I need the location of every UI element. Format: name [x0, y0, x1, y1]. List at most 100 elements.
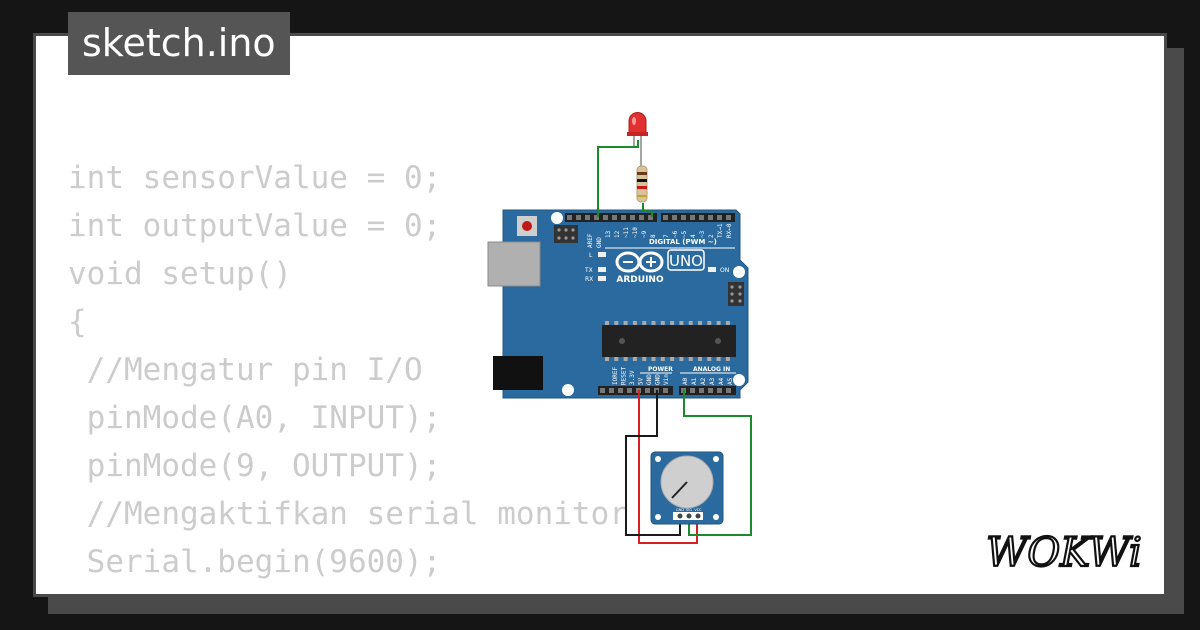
header-pin — [612, 215, 617, 220]
header-pin — [717, 388, 722, 393]
pin-label-gnd: GND — [596, 237, 603, 248]
header-pin — [708, 388, 713, 393]
board-model: UNO — [669, 252, 703, 270]
power-pin-label: IOREF — [612, 367, 619, 385]
icsp-header-right — [728, 282, 744, 306]
code-line: Serial.begin(9600); — [68, 544, 442, 580]
led-l — [598, 252, 606, 257]
signal-wire[interactable] — [683, 390, 752, 536]
mounting-hole — [551, 212, 563, 224]
digital-pin-label: RX←0 — [726, 223, 733, 238]
code-line: void setup() — [68, 256, 292, 292]
pot-pin-gnd: GND — [676, 508, 684, 512]
header-pin — [603, 215, 608, 220]
board-brand: ARDUINO — [616, 275, 664, 285]
led-on-label: ON — [720, 267, 729, 274]
header-pin — [648, 215, 653, 220]
header-pin — [639, 215, 644, 220]
code-line: //Mengaktifkan serial monitor — [68, 496, 628, 532]
header-pin — [708, 215, 713, 220]
digital-pin-label: ~3 — [699, 230, 706, 238]
code-preview: int sensorValue = 0;int outputValue = 0;… — [68, 154, 628, 594]
header-pin — [600, 388, 605, 393]
usb-port — [487, 241, 541, 287]
digital-header-pins — [567, 215, 731, 220]
header-pin — [663, 215, 668, 220]
digital-pin-label: ~9 — [641, 230, 648, 238]
led-tx — [598, 267, 606, 272]
led-on — [708, 267, 716, 272]
power-jack — [493, 356, 543, 390]
header-pin — [594, 215, 599, 220]
header-pin — [621, 215, 626, 220]
header-pin — [699, 388, 704, 393]
red-led[interactable] — [627, 112, 648, 169]
arduino-logo — [615, 251, 664, 273]
potentiometer[interactable]: GND SIG VCC — [650, 451, 724, 525]
gnd-wire[interactable] — [625, 390, 681, 536]
code-line: } — [68, 586, 628, 594]
digital-header-right — [661, 213, 735, 222]
digital-pin-label: ~10 — [632, 227, 639, 238]
analog-section-label: ANALOG IN — [693, 366, 730, 373]
atmega-chip — [602, 321, 736, 361]
digital-pin-label: ~11 — [623, 227, 630, 238]
resistor-to-pin9-wire[interactable] — [642, 203, 653, 217]
knob-indicator — [671, 481, 688, 499]
digital-header-left — [565, 213, 657, 222]
header-pin — [576, 215, 581, 220]
led-anode-wire[interactable] — [597, 140, 639, 217]
code-line: pinMode(9, OUTPUT); — [68, 448, 442, 484]
header-pin — [672, 215, 677, 220]
digital-pin-label: TX→1 — [717, 223, 724, 238]
vcc-wire[interactable] — [638, 390, 698, 544]
header-pin — [690, 388, 695, 393]
code-line: pinMode(A0, INPUT); — [68, 400, 442, 436]
power-pin-label: GND — [655, 374, 662, 385]
digital-pin-label: ~6 — [672, 230, 679, 238]
power-pin-label: 5V — [638, 377, 645, 385]
digital-pin-label: 2 — [708, 234, 715, 238]
digital-pin-label: 12 — [614, 230, 621, 238]
digital-pin-label: 7 — [663, 234, 670, 238]
resistor[interactable] — [636, 165, 648, 203]
file-tab-label: sketch.ino — [82, 21, 276, 65]
code-line: { — [68, 304, 87, 340]
wokwi-logo[interactable]: WOKWi — [977, 526, 1152, 576]
analog-pin-label: A3 — [709, 377, 716, 385]
reset-button[interactable] — [517, 216, 537, 236]
header-pin — [630, 215, 635, 220]
code-line: int sensorValue = 0; — [68, 160, 442, 196]
header-pin — [717, 215, 722, 220]
power-header — [598, 386, 673, 395]
code-line: //Mengatur pin I/O — [68, 352, 423, 388]
analog-pin-label: A0 — [682, 377, 689, 385]
bottom-header-pins — [600, 388, 731, 393]
file-tab[interactable]: sketch.ino — [68, 12, 290, 75]
digital-pin-label: 8 — [650, 234, 657, 238]
led-tx-label: TX — [584, 267, 593, 274]
power-pin-label: 3.3V — [629, 370, 636, 385]
mounting-hole — [733, 374, 745, 386]
led-rx — [598, 276, 606, 281]
analog-pin-label: A1 — [691, 377, 698, 385]
power-pin-label: RESET — [621, 367, 628, 385]
pot-pin-sig: SIG — [686, 508, 692, 512]
mounting-hole — [562, 384, 574, 396]
mounting-hole — [733, 266, 745, 278]
power-pin-label: Vin — [663, 374, 670, 385]
header-pin — [585, 215, 590, 220]
header-pin — [726, 388, 731, 393]
analog-pin-label: A5 — [727, 377, 734, 385]
header-pin — [699, 215, 704, 220]
digital-pin-label: ~5 — [681, 230, 688, 238]
analog-header — [679, 386, 736, 395]
header-pin — [627, 388, 632, 393]
header-pin — [609, 388, 614, 393]
header-pin — [567, 215, 572, 220]
header-pin — [726, 215, 731, 220]
digital-pin-label: 4 — [690, 234, 697, 238]
header-pin — [618, 388, 623, 393]
